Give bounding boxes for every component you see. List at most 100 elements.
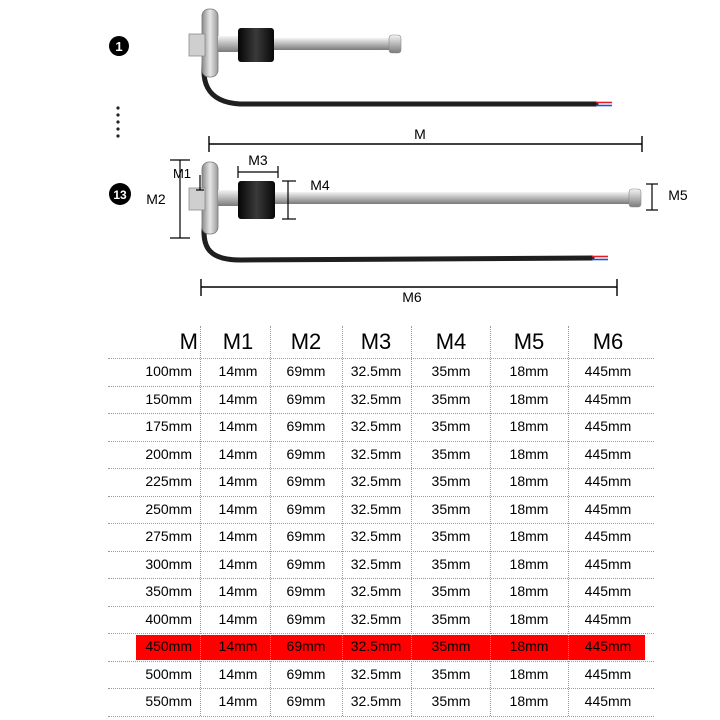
table-header-cell: M1: [222, 329, 254, 354]
table-row-divider: [108, 358, 654, 359]
table-cell: 500mm: [145, 665, 192, 682]
table-cell: 32.5mm: [350, 555, 402, 572]
dimension-m3: [237, 166, 279, 178]
table-cell: 250mm: [145, 500, 192, 517]
dimension-m6: [200, 279, 618, 296]
item-badge-last: [109, 183, 131, 205]
table-row-divider: [108, 440, 654, 442]
table-cell: 32.5mm: [350, 500, 402, 517]
table-cell: 445mm: [584, 528, 632, 544]
table-cell: 445mm: [584, 390, 632, 407]
table-cell: 69mm: [286, 693, 326, 709]
table-cell: 69mm: [286, 583, 326, 599]
table-cell: 14mm: [218, 555, 258, 572]
table-cell: 69mm: [286, 473, 326, 489]
table-row-divider: [108, 523, 654, 524]
table-cell: 32.5mm: [350, 693, 402, 709]
table-cell: 445mm: [584, 693, 632, 709]
table-cell: 150mm: [145, 390, 192, 407]
table-cell: 35mm: [431, 583, 471, 599]
table-cell: 32.5mm: [350, 473, 402, 489]
table-cell: 18mm: [509, 390, 549, 407]
table-cell: 69mm: [286, 610, 326, 627]
table-cell: 100mm: [145, 363, 192, 379]
table-cell: 445mm: [584, 610, 632, 627]
table-cell: 35mm: [431, 528, 471, 544]
highlight-band: [136, 635, 645, 660]
table-cell: 445mm: [584, 418, 632, 434]
table-cell: 69mm: [286, 528, 326, 544]
dimension-m1-label: M1: [173, 166, 191, 181]
sensor-dimension-diagram: 1 13: [109, 8, 688, 305]
table-row-divider: [108, 385, 654, 387]
item-badge-first: [109, 36, 129, 56]
table-cell: 18mm: [509, 610, 549, 627]
dimension-m6-label: M6: [402, 289, 422, 305]
table-cell: 32.5mm: [350, 363, 402, 379]
table-cell: 14mm: [218, 528, 258, 544]
table-cell: 400mm: [145, 610, 192, 627]
table-cell: 35mm: [431, 500, 471, 517]
table-cell: 69mm: [286, 445, 326, 462]
table-cell: 14mm: [218, 390, 258, 407]
table-column-divider: [411, 326, 412, 716]
table-row-divider: [108, 688, 654, 689]
flange-nut-first: [188, 33, 206, 57]
table-column-divider: [342, 326, 343, 716]
rod-last: [275, 192, 633, 204]
table-row-divider: [108, 413, 654, 414]
table-cell: 35mm: [431, 390, 471, 407]
table-cell: 14mm: [218, 500, 258, 517]
neck-first: [218, 36, 238, 52]
table-cell: 18mm: [509, 693, 549, 709]
float-last: [238, 181, 275, 219]
rod-cap-first: [388, 34, 402, 54]
ellipsis-dots: [116, 106, 120, 138]
table-header-cell: M5: [513, 329, 545, 354]
table-cell: 32.5mm: [350, 665, 402, 682]
table-cell: 18mm: [509, 638, 549, 654]
rod-first: [274, 38, 394, 50]
table-cell: 69mm: [286, 418, 326, 434]
table-cell: 445mm: [584, 583, 632, 599]
dimension-m4: [282, 180, 296, 220]
table-cell: 32.5mm: [350, 528, 402, 544]
table-cell: 445mm: [584, 500, 632, 517]
table-cell: 35mm: [431, 665, 471, 682]
table-cell: 14mm: [218, 665, 258, 682]
table-cell: 300mm: [145, 555, 192, 572]
table-cell: 35mm: [431, 418, 471, 434]
table-cell: 14mm: [218, 638, 258, 654]
item-badge-last-label: 13: [113, 188, 127, 202]
table-cell: 275mm: [145, 528, 192, 544]
dimension-m: [208, 136, 643, 152]
table-cell: 445mm: [584, 555, 632, 572]
table-cell: 18mm: [509, 665, 549, 682]
neck-last: [218, 190, 238, 206]
table-row-divider: [108, 660, 654, 662]
table-cell: 32.5mm: [350, 583, 402, 599]
table-cell: 69mm: [286, 638, 326, 654]
table-cell: 14mm: [218, 363, 258, 379]
table-cell: 69mm: [286, 363, 326, 379]
table-cell: 350mm: [145, 583, 192, 599]
table-cell: 69mm: [286, 390, 326, 407]
table-row-divider: [108, 495, 654, 497]
table-cell: 550mm: [145, 693, 192, 709]
table-header-cell: M6: [592, 329, 624, 354]
table-cell: 32.5mm: [350, 445, 402, 462]
table-cell: 18mm: [509, 528, 549, 544]
table-header-cell: M: [179, 329, 198, 354]
table-cell: 445mm: [584, 473, 632, 489]
table-cell: 35mm: [431, 363, 471, 379]
table-cell: 445mm: [584, 665, 632, 682]
